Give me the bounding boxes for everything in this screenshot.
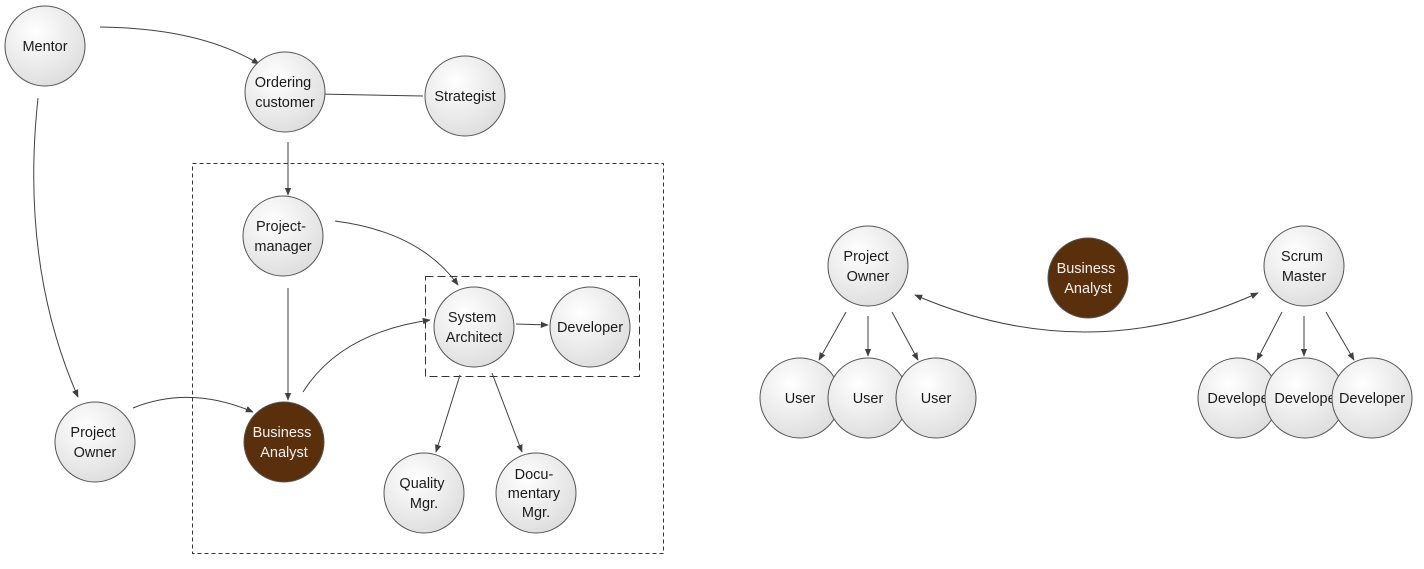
architecture-group-frame xyxy=(425,276,640,377)
node-documentary-mgr: Docu- mentary Mgr. xyxy=(495,452,577,534)
node-label: Develope xyxy=(1207,391,1268,407)
node-label: Developer xyxy=(1339,391,1405,407)
edge-project-owner-to-user-1 xyxy=(818,311,847,361)
node-label: Strategist xyxy=(434,89,495,105)
node-label: System Architect xyxy=(446,310,502,346)
node-strategist: Strategist xyxy=(424,55,506,137)
edge-system-architect-to-documentary-mgr xyxy=(491,372,523,453)
edge-scrum-master-to-developer-1 xyxy=(1256,311,1283,361)
node-project-owner: Project Owner xyxy=(54,401,136,483)
node-r-developer-3: Developer xyxy=(1331,357,1413,439)
node-label: Scrum Master xyxy=(1281,249,1327,285)
node-r-user-2: User xyxy=(827,357,909,439)
node-ordering-customer: Ordering customer xyxy=(244,51,326,133)
node-label: Quality Mgr. xyxy=(399,476,448,512)
edge-system-architect-to-quality-mgr xyxy=(435,374,461,453)
node-r-user-3: User xyxy=(895,357,977,439)
node-r-project-owner: Project Owner xyxy=(827,225,909,307)
node-label: Business Analyst xyxy=(253,425,316,461)
edge-strategist-to-ordering-customer xyxy=(317,90,424,98)
edge-project-owner-scrum-master xyxy=(914,292,1259,333)
node-label: Developer xyxy=(557,320,623,336)
node-business-analyst: Business Analyst xyxy=(243,401,325,483)
node-r-user-1: User xyxy=(759,357,841,439)
node-label: User xyxy=(853,391,884,407)
edge-business-analyst-to-system-architect xyxy=(302,317,431,393)
node-label: User xyxy=(785,391,816,407)
node-label: Develope xyxy=(1274,391,1335,407)
node-r-developer-1: Develope xyxy=(1197,357,1279,439)
node-label: Ordering customer xyxy=(255,75,315,111)
project-team-frame xyxy=(192,163,664,554)
node-r-scrum-master: Scrum Master xyxy=(1263,225,1345,307)
node-mentor: Mentor xyxy=(4,5,86,87)
node-project-manager: Project- manager xyxy=(242,195,324,277)
node-r-business-analyst: Business Analyst xyxy=(1047,237,1129,319)
edge-mentor-to-ordering-customer xyxy=(99,26,260,65)
node-label: Project Owner xyxy=(70,425,119,461)
node-label: User xyxy=(921,391,952,407)
node-developer: Developer xyxy=(549,286,631,368)
edge-project-manager-to-system-architect xyxy=(334,220,459,286)
node-r-developer-2: Develope xyxy=(1264,357,1346,439)
node-system-architect: System Architect xyxy=(433,286,515,368)
edge-project-owner-to-business-analyst xyxy=(132,397,254,413)
node-label: Project- manager xyxy=(254,219,311,255)
edge-mentor-to-project-owner xyxy=(33,97,79,398)
edge-scrum-master-to-developer-3 xyxy=(1325,311,1355,361)
node-label: Docu- mentary Mgr. xyxy=(508,467,564,521)
edge-system-architect-to-developer xyxy=(515,321,549,328)
edge-project-owner-to-user-3 xyxy=(891,311,919,361)
node-quality-mgr: Quality Mgr. xyxy=(383,452,465,534)
node-label: Project Owner xyxy=(843,249,892,285)
node-label: Mentor xyxy=(22,39,67,55)
node-label: Business Analyst xyxy=(1057,261,1120,297)
